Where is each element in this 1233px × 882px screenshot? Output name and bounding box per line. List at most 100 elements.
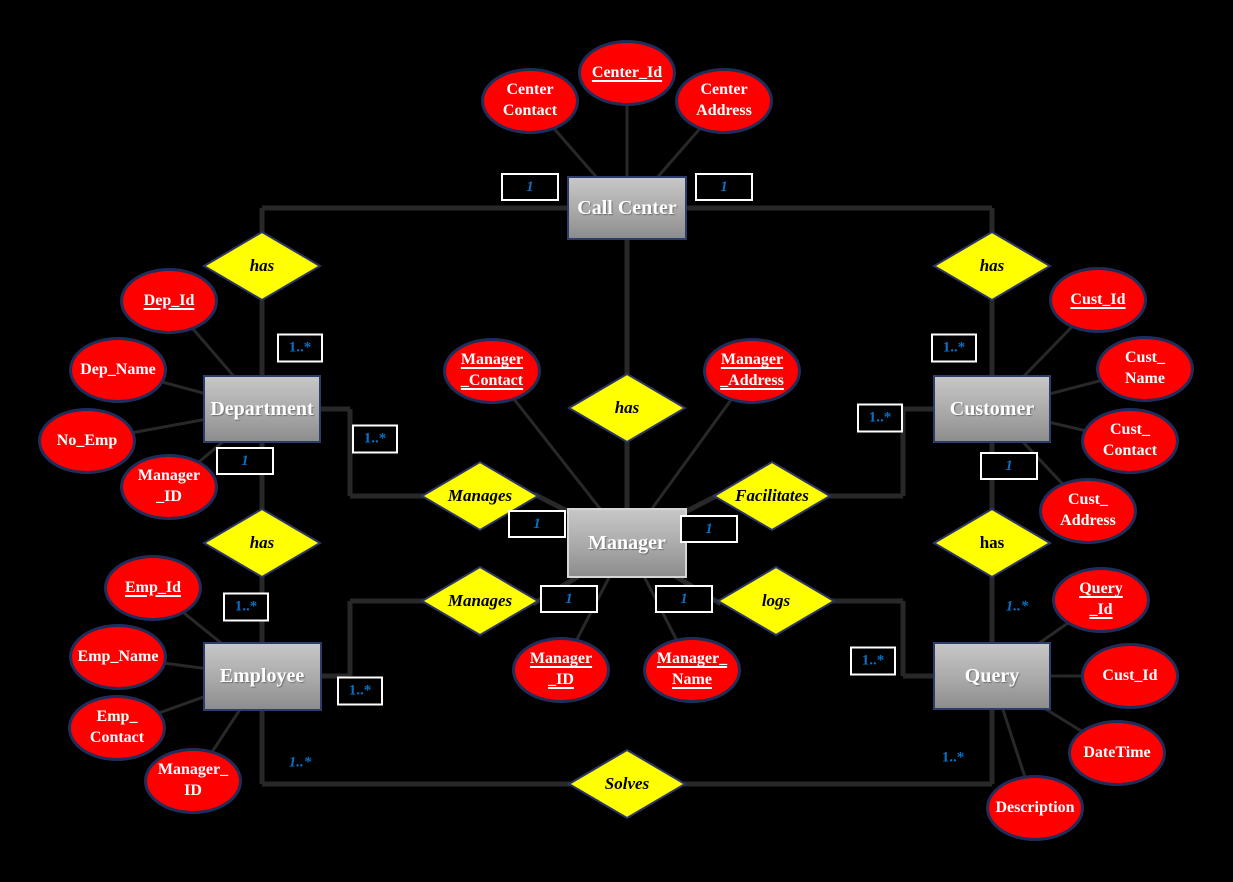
attribute-label: Manager bbox=[529, 650, 593, 668]
attribute-ellipse-manager-name: Manager_Name bbox=[643, 637, 741, 703]
attribute-label: Cust_ bbox=[1109, 421, 1150, 439]
cardinality-label: 1..* bbox=[337, 676, 383, 706]
entity-box-department: Department bbox=[203, 375, 321, 443]
attribute-ellipse-cust-name: Cust_ Name bbox=[1096, 336, 1194, 402]
cardinality-label: 1..* bbox=[850, 646, 896, 676]
diamond-shape bbox=[567, 748, 687, 820]
cardinality-label: 1..* bbox=[1005, 598, 1029, 615]
entity-box-customer: Customer bbox=[933, 375, 1051, 443]
entity-box-query: Query bbox=[933, 642, 1051, 710]
attribute-ellipse-cust-address: Cust_ Address bbox=[1039, 478, 1137, 544]
cardinality-label: 1 bbox=[508, 510, 566, 538]
attribute-label: Emp_ bbox=[96, 708, 138, 726]
attribute-ellipse-emp-name: Emp_Name bbox=[69, 624, 167, 690]
cardinality-label: 1..* bbox=[941, 749, 965, 766]
attribute-label: Cust_ bbox=[1067, 491, 1108, 509]
relationship-label: logs bbox=[761, 591, 791, 610]
entity-box-call-center: Call Center bbox=[567, 176, 687, 240]
attribute-label: Cust_ bbox=[1124, 349, 1165, 367]
attribute-label: Address bbox=[696, 102, 752, 119]
cardinality-label: 1 bbox=[216, 447, 274, 475]
relationship-diamond-has-top-right: has bbox=[932, 230, 1052, 302]
attribute-label: Description bbox=[995, 798, 1075, 816]
cardinality-label: 1 bbox=[540, 585, 598, 613]
attribute-label: Name bbox=[1125, 370, 1165, 387]
cardinality-label: 1..* bbox=[931, 333, 977, 363]
diamond-shape bbox=[202, 230, 322, 302]
attribute-label: No_Emp bbox=[56, 431, 118, 449]
relationship-diamond-has-top-left: has bbox=[202, 230, 322, 302]
attribute-ellipse-emp-contact: Emp_ Contact bbox=[68, 695, 166, 761]
attribute-ellipse-manager-contact: Manager _Contact bbox=[443, 338, 541, 404]
relationship-label: has bbox=[979, 256, 1005, 275]
attribute-label: Manager_ bbox=[157, 761, 229, 779]
attribute-label: _Id bbox=[1089, 601, 1113, 618]
attribute-ellipse-emp-manager-id: Manager_ ID bbox=[144, 748, 242, 814]
attribute-label: Manager bbox=[137, 467, 201, 485]
attribute-label: _Address bbox=[720, 372, 784, 389]
attribute-label: Cust_Id bbox=[1070, 290, 1126, 308]
entity-box-manager: Manager bbox=[567, 508, 687, 578]
attribute-label: Manager bbox=[720, 351, 784, 369]
attribute-label: ID bbox=[184, 782, 202, 799]
attribute-label: DateTime bbox=[1083, 743, 1151, 761]
diamond-shape bbox=[932, 230, 1052, 302]
attribute-ellipse-cust-id: Cust_Id bbox=[1049, 267, 1147, 333]
attribute-ellipse-no-emp: No_Emp bbox=[38, 408, 136, 474]
relationship-label: Facilitates bbox=[735, 486, 809, 505]
diamond-shape bbox=[202, 507, 322, 579]
relationship-label: has bbox=[249, 533, 275, 552]
attribute-ellipse-emp-id: Emp_Id bbox=[104, 555, 202, 621]
attribute-label: Center_Id bbox=[591, 63, 663, 81]
relationship-diamond-has-right-lower: has bbox=[932, 507, 1052, 579]
entity-label: Employee bbox=[219, 664, 305, 687]
cardinality-label: 1..* bbox=[352, 424, 398, 454]
attribute-label: Cust_Id bbox=[1102, 666, 1158, 684]
attribute-label: Manager bbox=[460, 351, 524, 369]
entity-label: Customer bbox=[949, 397, 1035, 420]
relationship-label: has bbox=[979, 533, 1005, 552]
attribute-label: _Contact bbox=[460, 372, 524, 389]
cardinality-label: 1 bbox=[695, 173, 753, 201]
attribute-ellipse-query-cust-id: Cust_Id bbox=[1081, 643, 1179, 709]
attribute-ellipse-dep-name: Dep_Name bbox=[69, 337, 167, 403]
relationship-diamond-has-center: has bbox=[567, 372, 687, 444]
attribute-label: Contact bbox=[502, 102, 558, 119]
entity-label: Call Center bbox=[577, 196, 677, 219]
attribute-label: Address bbox=[1060, 512, 1116, 529]
attribute-ellipse-query-id: Query _Id bbox=[1052, 567, 1150, 633]
attribute-label: Contact bbox=[89, 729, 145, 746]
cardinality-label: 1 bbox=[655, 585, 713, 613]
attribute-ellipse-datetime: DateTime bbox=[1068, 720, 1166, 786]
attribute-ellipse-description: Description bbox=[986, 775, 1084, 841]
attribute-label: Dep_Name bbox=[80, 360, 156, 378]
cardinality-label: 1..* bbox=[277, 333, 323, 363]
attribute-label: Emp_Id bbox=[124, 578, 182, 596]
diamond-shape bbox=[712, 460, 832, 532]
attribute-label: Center bbox=[506, 81, 554, 99]
relationship-label: has bbox=[249, 256, 275, 275]
attribute-ellipse-manager-address: Manager _Address bbox=[703, 338, 801, 404]
attribute-label: Contact bbox=[1102, 442, 1158, 459]
relationship-diamond-has-left-lower: has bbox=[202, 507, 322, 579]
entity-label: Query bbox=[964, 664, 1020, 687]
attribute-ellipse-manager-id: Manager_ID bbox=[512, 637, 610, 703]
attribute-ellipse-dep-id: Dep_Id bbox=[120, 268, 218, 334]
relationship-diamond-manages-lower: Manages bbox=[420, 565, 540, 637]
relationship-label: Manages bbox=[447, 486, 513, 505]
cardinality-label: 1 bbox=[980, 452, 1038, 480]
attribute-label: Query bbox=[1079, 580, 1123, 598]
entity-label: Department bbox=[210, 397, 314, 420]
attribute-ellipse-center-id: Center_Id bbox=[578, 40, 676, 106]
cardinality-label: 1..* bbox=[288, 754, 312, 771]
cardinality-label: 1 bbox=[680, 515, 738, 543]
relationship-label: Manages bbox=[447, 591, 513, 610]
attribute-label: Dep_Id bbox=[143, 291, 195, 309]
relationship-label: Solves bbox=[604, 774, 650, 793]
diamond-shape bbox=[567, 372, 687, 444]
attribute-ellipse-dep-manager-id: Manager_ID bbox=[120, 454, 218, 520]
relationship-diamond-logs: logs bbox=[716, 565, 836, 637]
